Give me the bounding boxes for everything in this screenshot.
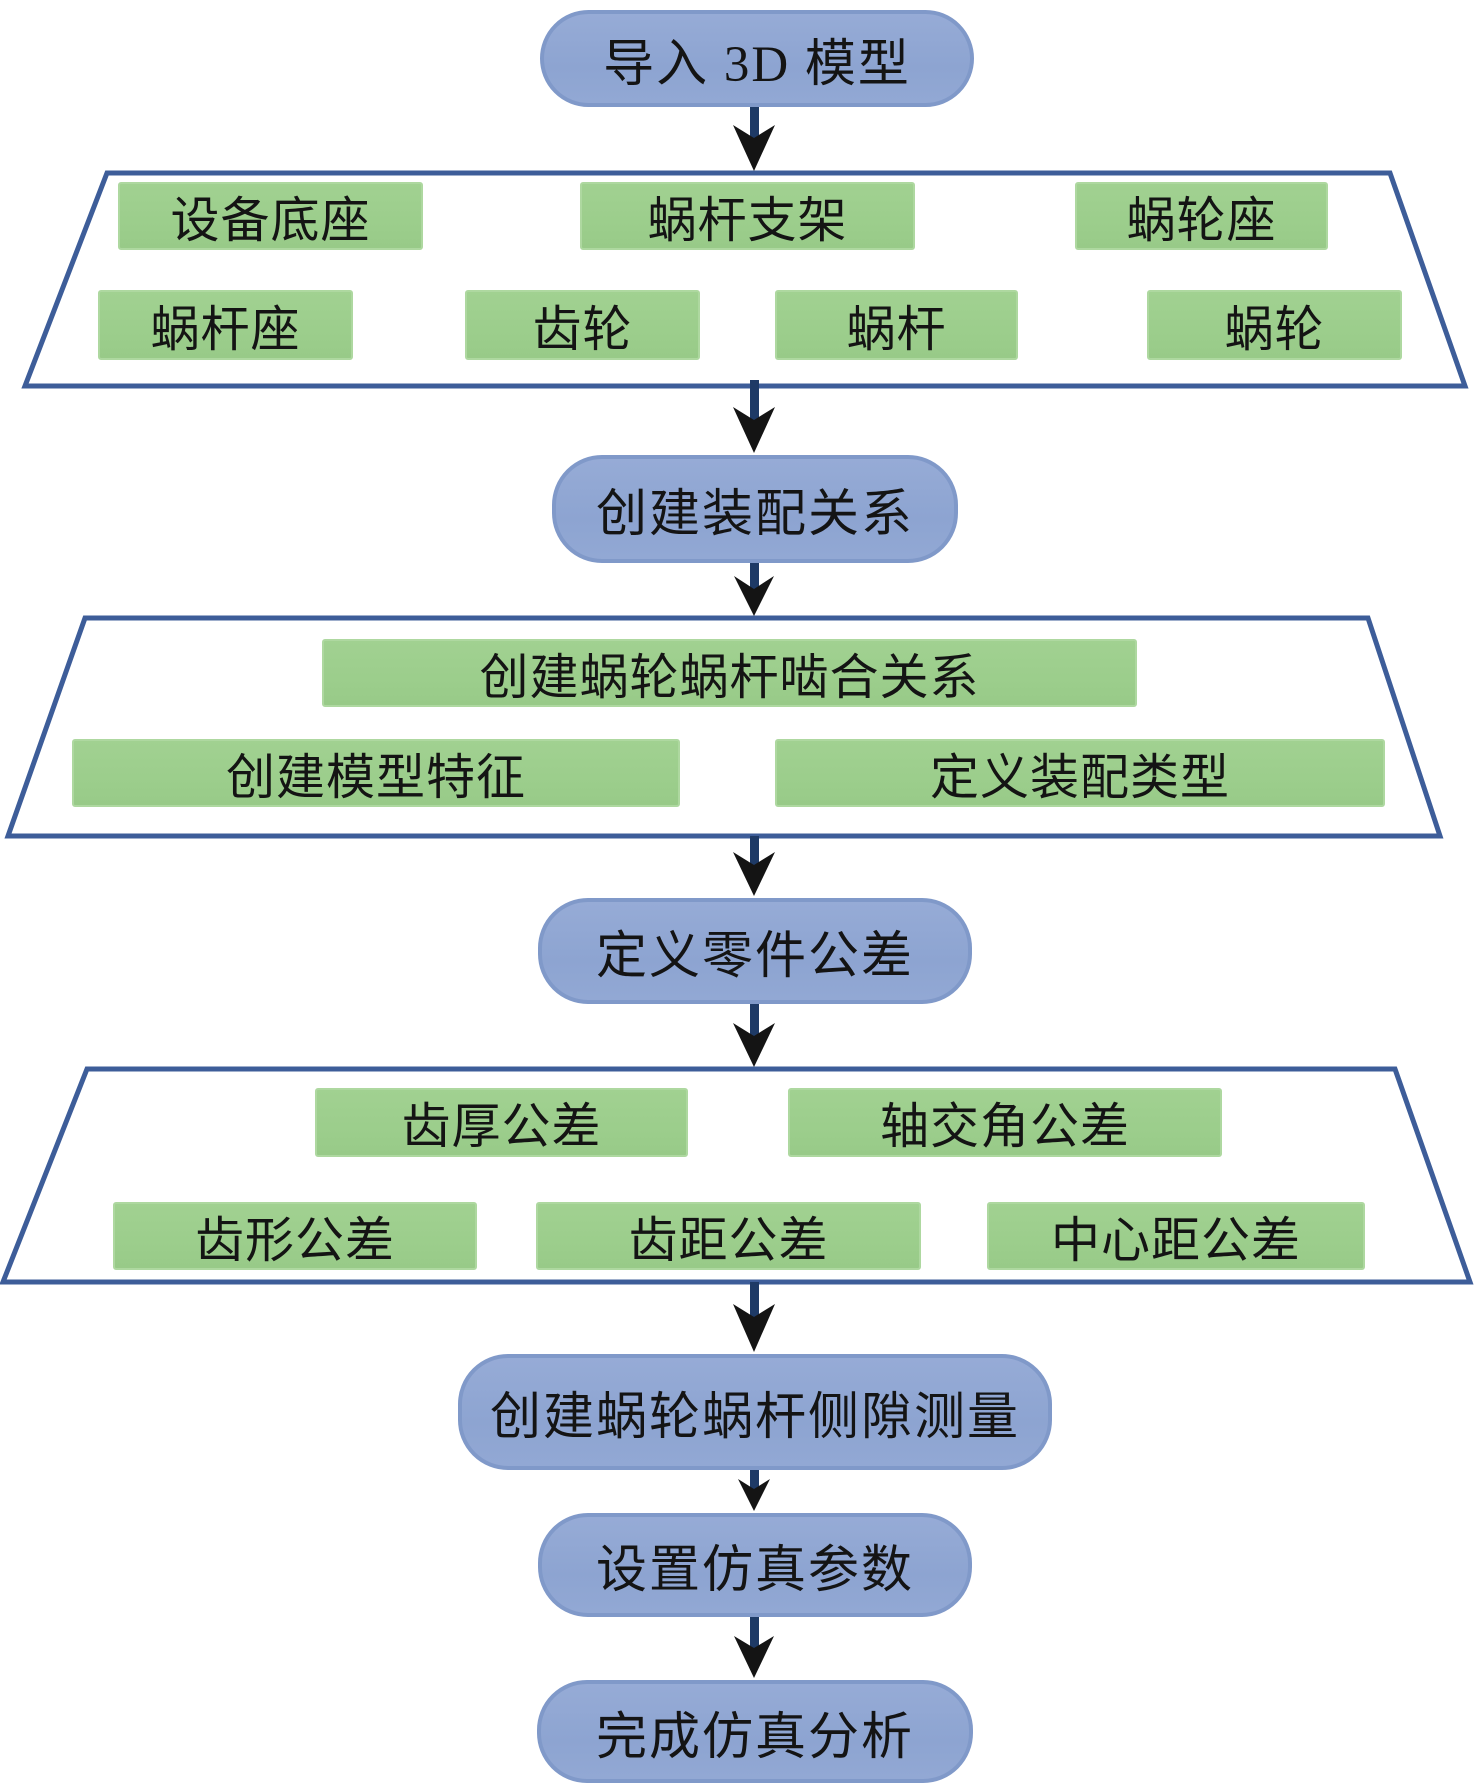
node-set-simulation-params: 设置仿真参数 <box>538 1513 972 1617</box>
flow-arrow <box>734 1614 774 1678</box>
item-center-distance-tolerance: 中心距公差 <box>987 1202 1365 1270</box>
flow-arrow <box>733 1000 775 1067</box>
item-worm-seat: 蜗杆座 <box>98 290 353 360</box>
item-worm-bracket: 蜗杆支架 <box>580 182 915 250</box>
flow-arrow <box>733 836 775 896</box>
item-worm: 蜗杆 <box>775 290 1018 360</box>
flow-arrow <box>733 104 775 171</box>
item-shaft-angle-tolerance: 轴交角公差 <box>788 1088 1222 1157</box>
item-worm-wheel: 蜗轮 <box>1147 290 1402 360</box>
item-define-assembly-type: 定义装配类型 <box>775 739 1385 807</box>
node-create-assembly-relation: 创建装配关系 <box>552 455 958 563</box>
item-tooth-thickness-tolerance: 齿厚公差 <box>315 1088 688 1157</box>
item-create-model-features: 创建模型特征 <box>72 739 680 807</box>
item-gear: 齿轮 <box>465 290 700 360</box>
item-tooth-pitch-tolerance: 齿距公差 <box>536 1202 921 1270</box>
flow-arrow <box>733 1282 775 1352</box>
flow-arrow <box>733 380 775 453</box>
item-device-base: 设备底座 <box>118 182 423 250</box>
node-import-3d-model: 导入 3D 模型 <box>540 10 974 107</box>
item-worm-wheel-seat: 蜗轮座 <box>1075 182 1328 250</box>
node-complete-simulation-analysis: 完成仿真分析 <box>537 1680 973 1783</box>
node-create-backlash-measurement: 创建蜗轮蜗杆侧隙测量 <box>458 1354 1052 1470</box>
node-define-part-tolerance: 定义零件公差 <box>538 898 972 1004</box>
item-tooth-profile-tolerance: 齿形公差 <box>113 1202 477 1270</box>
item-create-mesh-relation: 创建蜗轮蜗杆啮合关系 <box>322 639 1137 707</box>
flow-arrow <box>734 560 774 616</box>
flow-arrow <box>738 1468 770 1511</box>
